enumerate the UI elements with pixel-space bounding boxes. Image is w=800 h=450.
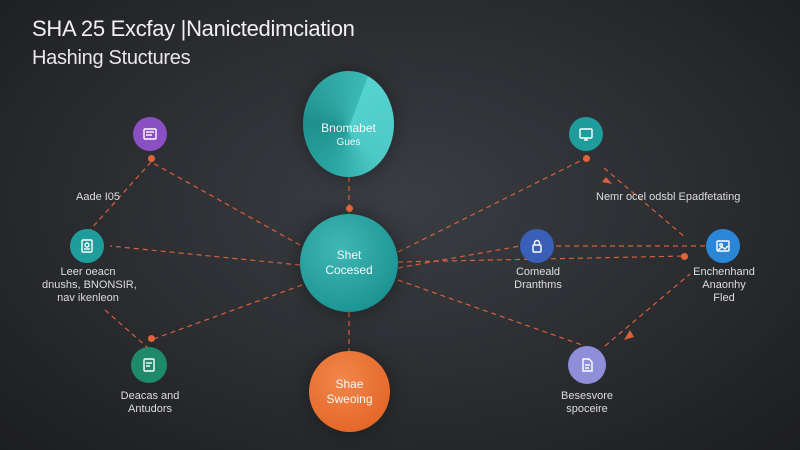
- lock-icon[interactable]: [520, 229, 554, 263]
- left-bottom-label: Deacas and Antudors: [111, 390, 189, 416]
- hub-center-line2: Cocesed: [325, 263, 373, 277]
- left-mid-line1: Leer oeacn: [60, 266, 116, 278]
- text-doc-icon[interactable]: [131, 347, 167, 383]
- left-top-label: Aade I05: [76, 191, 121, 203]
- arrowhead-right-top: [602, 177, 612, 184]
- arrowhead-right-bottom: [624, 330, 634, 340]
- connector-dot: [345, 204, 353, 212]
- hub-top-line1: Bnomabet: [321, 121, 376, 135]
- image-icon[interactable]: [706, 229, 740, 263]
- right-outer-line1: Enchenhand: [693, 266, 755, 278]
- left-bottom-line1: Deacas and: [120, 390, 180, 402]
- link-left-mid-bottom: [104, 309, 149, 349]
- page-title: SHA 25 Excfay |Nanictedimciation: [32, 16, 355, 41]
- connector-dot: [680, 252, 688, 260]
- hub-top-line2: Gues: [336, 137, 361, 148]
- connector-dot: [147, 154, 155, 162]
- screen-icon[interactable]: [569, 117, 603, 151]
- left-mid-label: Leer oeacn dnushs, BNONSIR, nav ikenleon: [42, 266, 137, 305]
- hub-bottom-line1: Shae: [335, 376, 364, 391]
- hub-center[interactable]: Shet Cocesed: [300, 214, 398, 312]
- link-center-left-bottom: [150, 284, 303, 341]
- link-center-right-inner: [397, 245, 521, 269]
- left-bottom-line2: Antudors: [127, 403, 173, 415]
- link-center-left-top: [150, 161, 301, 246]
- right-outer-line2: Anaonhy: [702, 279, 746, 291]
- hub-bottom-line2: Sweoing: [326, 391, 373, 406]
- file-icon[interactable]: [568, 346, 606, 384]
- connector-dot: [147, 334, 155, 342]
- left-mid-line2: dnushs, BNONSIR,: [42, 279, 137, 291]
- page-subtitle: Hashing Stuctures: [32, 47, 191, 69]
- right-inner-label: Comeald Dranthms: [500, 266, 576, 292]
- link-center-right-bottom: [397, 279, 586, 347]
- right-inner-line1: Comeald: [515, 266, 561, 278]
- left-mid-line3: nav ikenleon: [57, 292, 119, 304]
- link-center-left-mid: [109, 245, 301, 266]
- hub-center-line1: Shet: [336, 248, 362, 262]
- link-left-top-mid: [89, 161, 152, 231]
- right-bottom-label: Besesvore spoceire: [548, 390, 626, 416]
- link-center-right-top: [397, 157, 587, 253]
- link-right-bottom-outer: [604, 273, 691, 347]
- id-card-icon[interactable]: [70, 229, 104, 263]
- connector-dot: [582, 154, 590, 162]
- right-top-label: Nemr ocel odsbl Epadfetating: [596, 191, 741, 203]
- right-bottom-line1: Besesvore: [561, 390, 613, 402]
- right-inner-line2: Dranthms: [514, 279, 562, 291]
- hub-bottom[interactable]: Shae Sweoing: [309, 351, 390, 432]
- document-icon[interactable]: [133, 117, 167, 151]
- right-bottom-line2: spoceire: [566, 403, 608, 415]
- right-outer-label: Enchenhand Anaonhy Fled: [686, 266, 762, 305]
- hub-top[interactable]: Bnomabet Gues: [303, 71, 394, 177]
- right-outer-line3: Fled: [713, 292, 735, 304]
